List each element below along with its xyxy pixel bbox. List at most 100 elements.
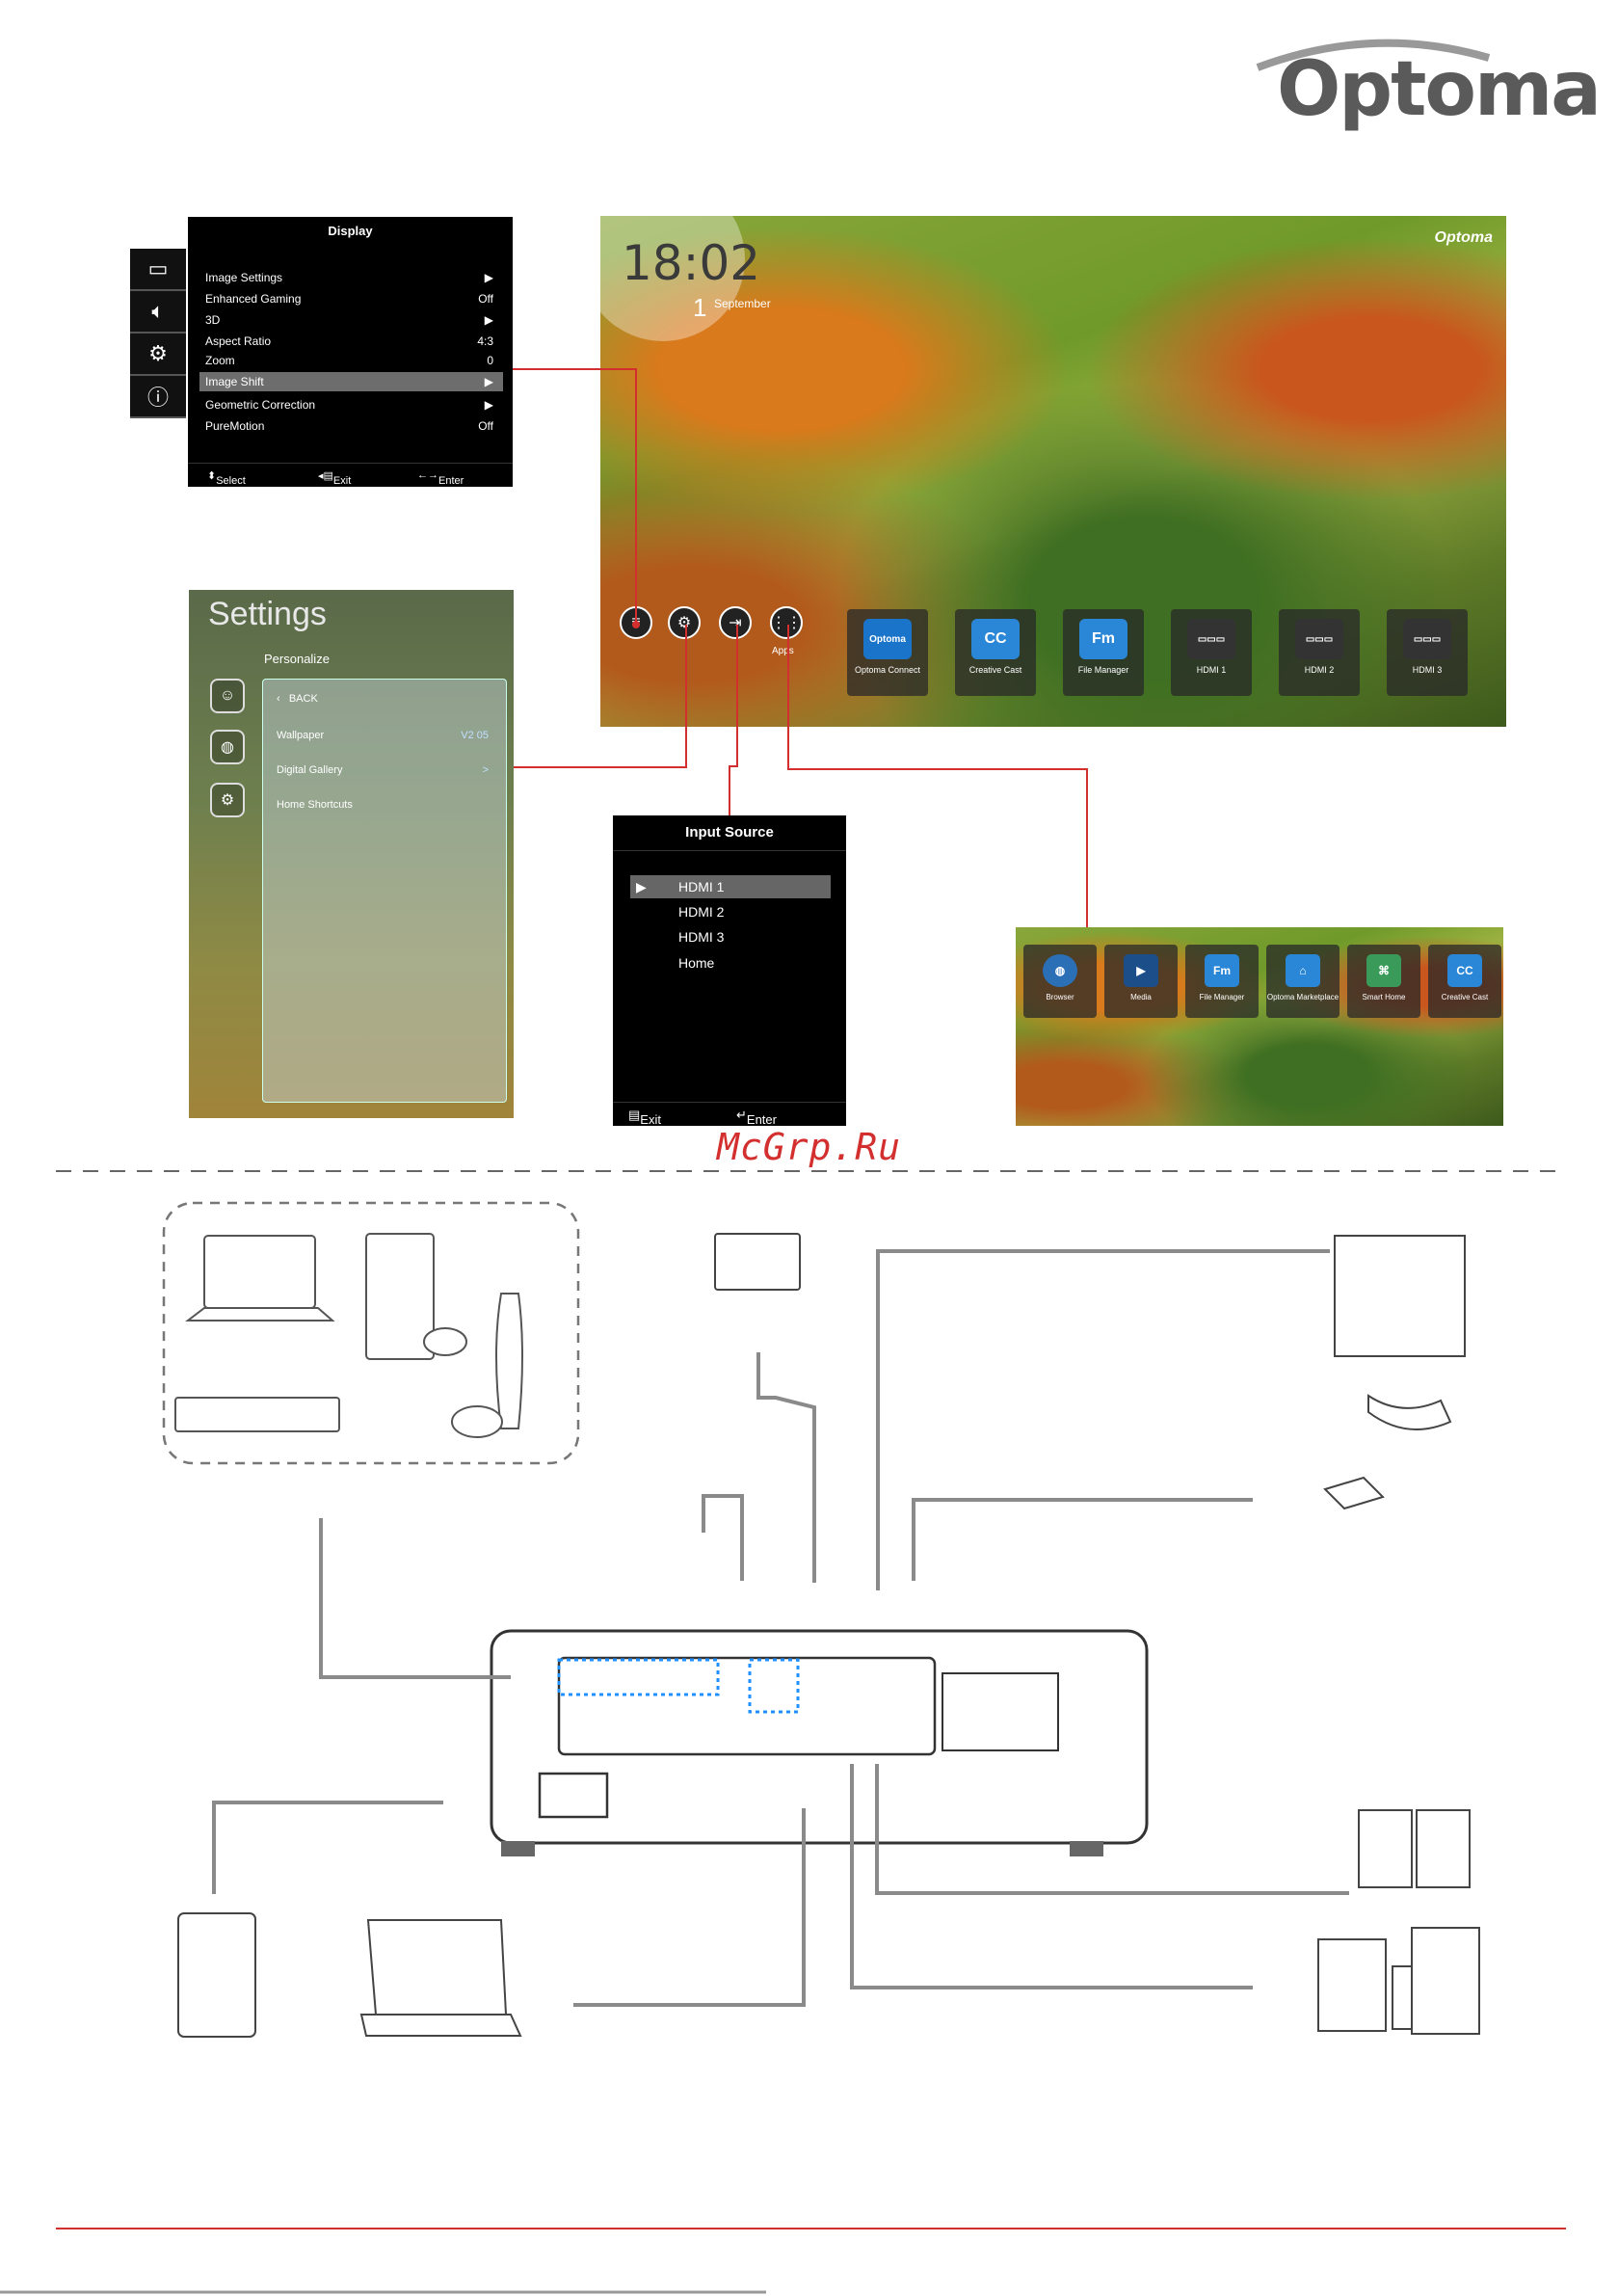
settings-title: Settings bbox=[208, 596, 327, 633]
optoma-connect-icon: Optoma bbox=[863, 619, 912, 659]
info-tab-icon[interactable]: ⓘ bbox=[130, 376, 186, 418]
tile-label: HDMI 3 bbox=[1387, 665, 1468, 676]
input-item-label: HDMI 1 bbox=[678, 879, 724, 894]
setup-tab-icon[interactable]: ⚙ bbox=[130, 334, 186, 376]
exit-hint: ◂▤ Exit bbox=[318, 469, 333, 482]
menu-item-value: ▶ bbox=[485, 268, 493, 287]
menu-item-value: ▶ bbox=[485, 395, 493, 414]
app-label: Creative Cast bbox=[1428, 993, 1501, 1001]
apps-panel: ◍ Browser ▶ Media Fm File Manager ⌂ Opto… bbox=[1016, 927, 1503, 1126]
app-label: Smart Home bbox=[1347, 993, 1420, 1001]
projector-body bbox=[491, 1631, 1147, 1856]
settings-button[interactable]: ⚙ bbox=[668, 606, 701, 639]
tile-hdmi-3[interactable]: ▭▭▭ HDMI 3 bbox=[1387, 609, 1468, 696]
settings-row-label: Home Shortcuts bbox=[277, 799, 353, 811]
play-arrow-icon: ▶ bbox=[636, 875, 647, 898]
input-item-label: Home bbox=[678, 955, 714, 971]
peripheral-icons bbox=[178, 1234, 1479, 2037]
tile-label: Creative Cast bbox=[955, 665, 1036, 676]
menu-button[interactable]: ≡ bbox=[620, 606, 652, 639]
source-devices-box bbox=[164, 1203, 578, 1463]
input-item[interactable]: HDMI 3 bbox=[630, 925, 831, 948]
input-item[interactable]: HDMI 2 bbox=[630, 900, 831, 923]
input-source-button[interactable]: ⇥ bbox=[719, 606, 752, 639]
creative-cast-icon: CC bbox=[971, 619, 1020, 659]
settings-row[interactable]: Digital Gallery> bbox=[277, 764, 489, 776]
network-icon[interactable]: ◍ bbox=[210, 730, 245, 764]
tile-file-manager[interactable]: Fm File Manager bbox=[1063, 609, 1144, 696]
menu-item-value: ▶ bbox=[485, 310, 493, 330]
tile-label: Optoma Connect bbox=[847, 665, 928, 676]
exit-hint-label: Exit bbox=[640, 1112, 661, 1127]
settings-panel: Settings Personalize ☺ ◍ ⚙ ‹ BACK Wallpa… bbox=[189, 590, 514, 1118]
app-creative-cast[interactable]: CC Creative Cast bbox=[1428, 945, 1501, 1018]
audio-tab-icon[interactable]: 🔈︎ bbox=[130, 291, 186, 334]
display-tab-icon[interactable]: ▭ bbox=[130, 249, 186, 291]
settings-subtitle: Personalize bbox=[264, 652, 330, 666]
menu-item-value: 0 bbox=[487, 351, 493, 370]
enter-hint-label: Enter bbox=[438, 475, 464, 487]
osd-side-tabs: ▭ 🔈︎ ⚙ ⓘ bbox=[130, 249, 186, 418]
menu-item-selected[interactable]: Image Shift ▶ bbox=[199, 372, 503, 391]
source-device-icons bbox=[175, 1234, 522, 1437]
display-menu: Display Image Settings▶ Enhanced GamingO… bbox=[188, 217, 513, 487]
file-manager-icon: Fm bbox=[1079, 619, 1127, 659]
chevron-left-icon: ‹ bbox=[277, 693, 289, 705]
menu-item[interactable]: 3D ▶ bbox=[199, 310, 503, 330]
menu-item-label: Image Settings bbox=[205, 271, 282, 284]
menu-item-label: Geometric Correction bbox=[205, 398, 315, 412]
display-menu-footer: ⬍ Select ◂▤ Exit ←→ Enter bbox=[188, 463, 513, 487]
app-browser[interactable]: ◍ Browser bbox=[1023, 945, 1097, 1018]
tile-hdmi-1[interactable]: ▭▭▭ HDMI 1 bbox=[1171, 609, 1252, 696]
input-item-selected[interactable]: ▶ HDMI 1 bbox=[630, 875, 831, 898]
tile-creative-cast[interactable]: CC Creative Cast bbox=[955, 609, 1036, 696]
enter-hint-label: Enter bbox=[747, 1112, 777, 1127]
clock-month: September bbox=[714, 297, 771, 310]
shopping-bag-icon: ⌂ bbox=[1286, 954, 1320, 987]
input-item-label: HDMI 3 bbox=[678, 929, 724, 945]
back-label: BACK bbox=[289, 693, 318, 705]
hdmi-icon: ▭▭▭ bbox=[1295, 619, 1343, 659]
enter-hint: ←→ Enter bbox=[417, 469, 438, 481]
input-item[interactable]: Home bbox=[630, 951, 831, 974]
apps-button[interactable]: ⋮⋮ bbox=[770, 606, 803, 639]
tile-hdmi-2[interactable]: ▭▭▭ HDMI 2 bbox=[1279, 609, 1360, 696]
menu-item[interactable]: Geometric Correction ▶ bbox=[199, 395, 503, 414]
menu-item-label: 3D bbox=[205, 313, 220, 327]
input-source-title: Input Source bbox=[613, 815, 846, 851]
back-row[interactable]: ‹ BACK bbox=[277, 693, 489, 705]
apps-label: Apps bbox=[772, 646, 794, 656]
menu-item[interactable]: Image Settings ▶ bbox=[199, 268, 503, 287]
file-manager-icon: Fm bbox=[1205, 954, 1239, 987]
globe-icon: ◍ bbox=[1043, 954, 1077, 987]
enter-hint: ↵ Enter bbox=[736, 1108, 747, 1123]
personalize-icon[interactable]: ☺ bbox=[210, 679, 245, 713]
menu-item[interactable]: Zoom 0 bbox=[199, 351, 503, 370]
menu-item-label: Aspect Ratio bbox=[205, 334, 271, 348]
menu-item-label: Image Shift bbox=[205, 375, 264, 388]
input-item-label: HDMI 2 bbox=[678, 904, 724, 920]
input-source-footer: ▤ Exit ↵ Enter bbox=[613, 1102, 846, 1126]
clock-day: 1 bbox=[693, 293, 706, 323]
menu-item-value: ▶ bbox=[485, 372, 493, 391]
app-label: Media bbox=[1104, 993, 1178, 1001]
app-label: File Manager bbox=[1185, 993, 1259, 1001]
home-screen: 18:02 1 September Optoma ≡ ⚙ ⇥ ⋮⋮ Apps O… bbox=[600, 216, 1506, 727]
app-media[interactable]: ▶ Media bbox=[1104, 945, 1178, 1018]
home-brand: Optoma bbox=[1435, 229, 1493, 247]
settings-row-value: > bbox=[483, 764, 489, 776]
app-label: Optoma Marketplace bbox=[1266, 993, 1339, 1001]
menu-item-value: Off bbox=[478, 289, 493, 308]
app-marketplace[interactable]: ⌂ Optoma Marketplace bbox=[1266, 945, 1339, 1018]
app-smart-home[interactable]: ⌘ Smart Home bbox=[1347, 945, 1420, 1018]
gear-icon[interactable]: ⚙ bbox=[210, 783, 245, 817]
menu-item-label: Zoom bbox=[205, 354, 235, 367]
settings-row[interactable]: Home Shortcuts bbox=[277, 799, 489, 811]
tile-optoma-connect[interactable]: Optoma Optoma Connect bbox=[847, 609, 928, 696]
app-file-manager[interactable]: Fm File Manager bbox=[1185, 945, 1259, 1018]
